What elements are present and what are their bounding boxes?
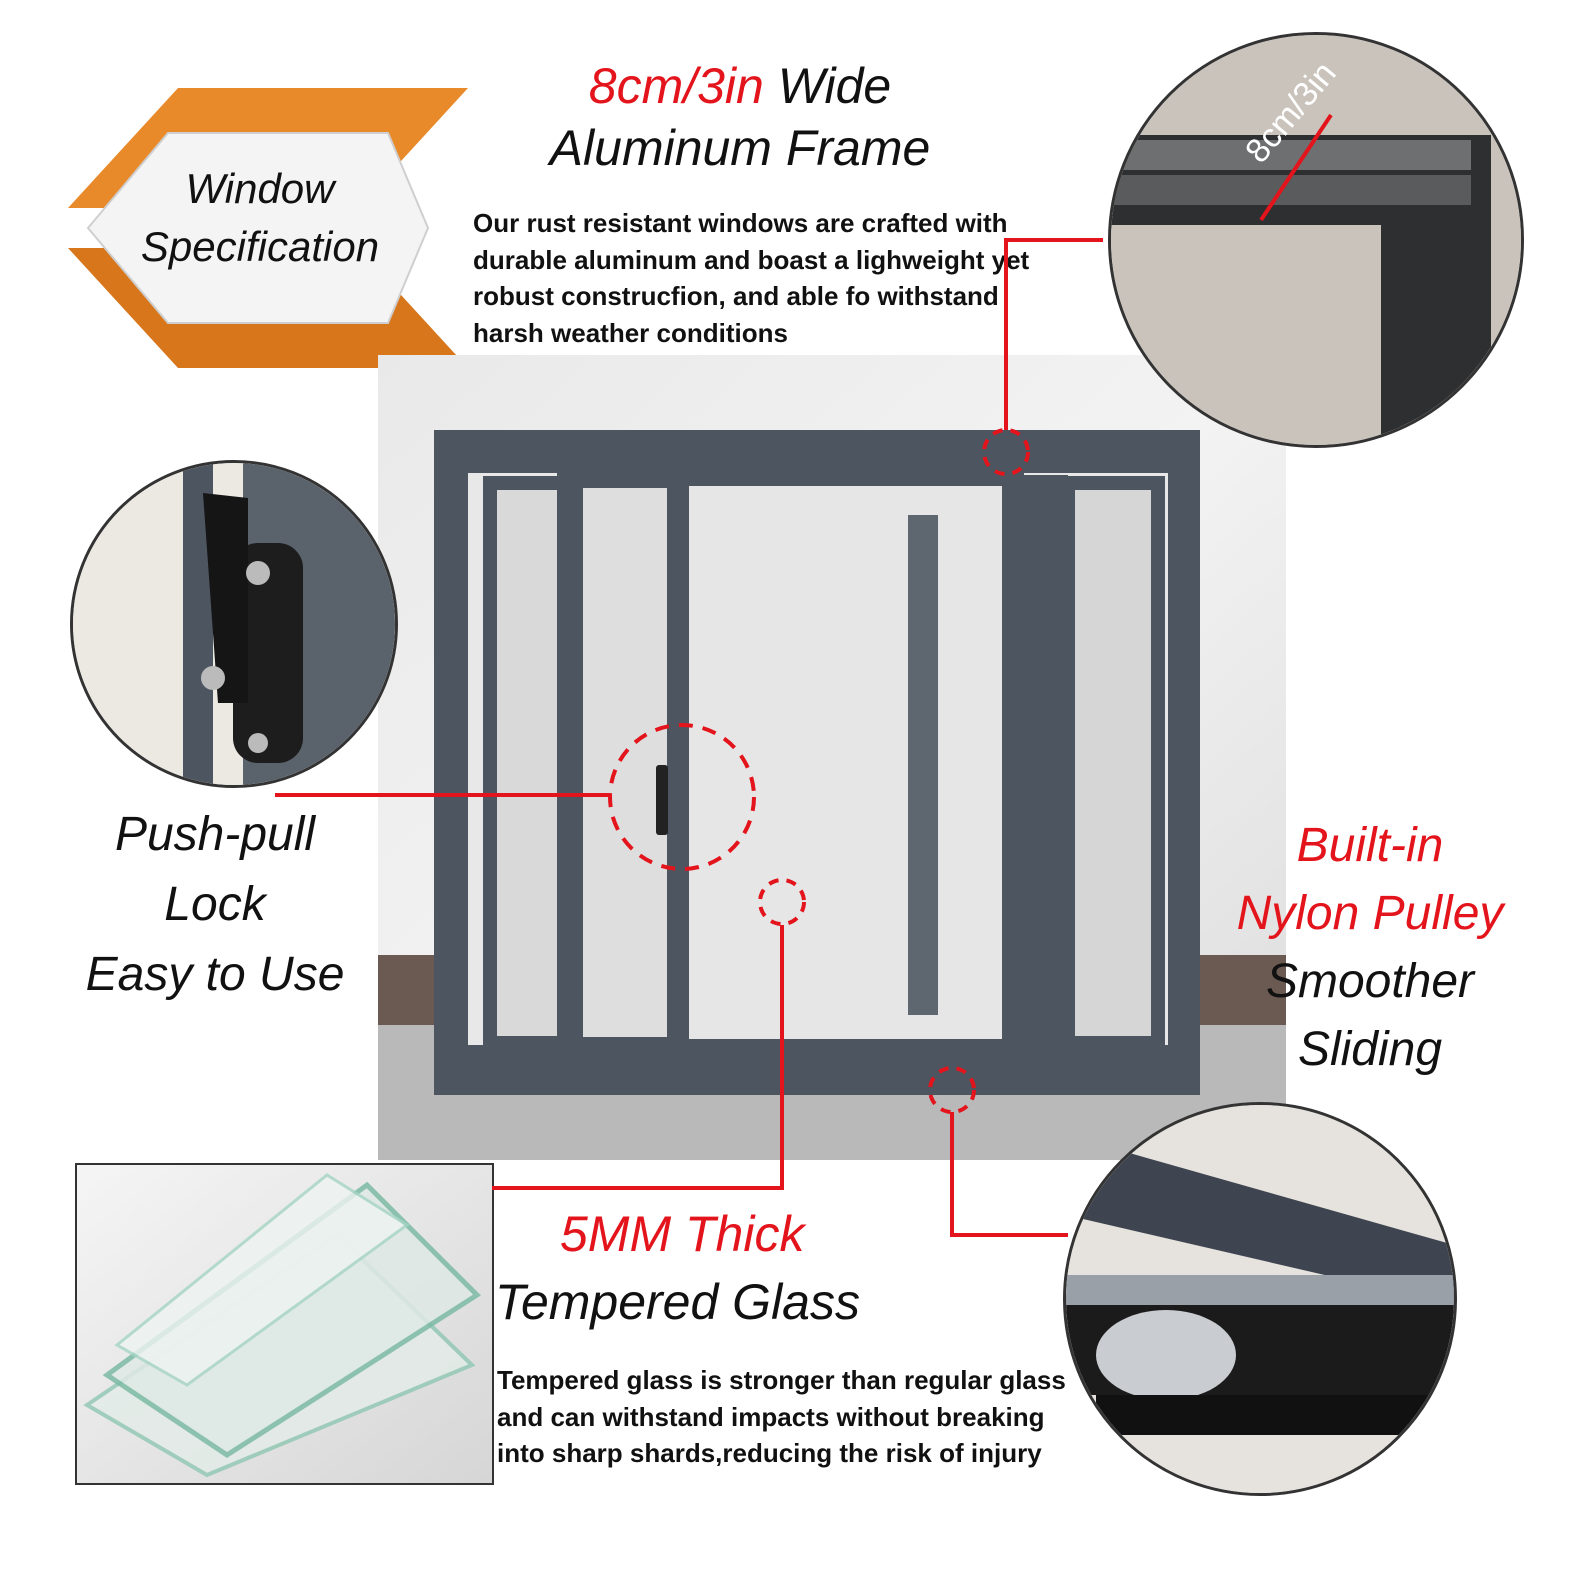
- lock-caption: Push-pull Lock Easy to Use: [60, 800, 370, 1010]
- frame-title-rest: Wide: [763, 58, 892, 114]
- frame-title-line-2: Aluminum Frame: [549, 120, 931, 176]
- glass-title-line-1: 5MM Thick: [560, 1206, 805, 1262]
- glass-title: 5MM Thick Tempered Glass: [495, 1200, 1015, 1336]
- badge-line-1: Window: [185, 165, 335, 212]
- window-specification-badge: [68, 88, 468, 368]
- frame-title: 8cm/3in Wide Aluminum Frame: [470, 55, 1010, 179]
- glass-title-line-2: Tempered Glass: [495, 1274, 860, 1330]
- frame-title-highlight: 8cm/3in: [588, 58, 764, 114]
- badge-line-2: Specification: [140, 223, 380, 270]
- pulley-line-1: Built-in: [1296, 819, 1444, 872]
- badge-label: Window Specification: [100, 160, 420, 276]
- lock-line-3: Easy to Use: [85, 948, 345, 1001]
- pulley-line-3: Smoother: [1265, 955, 1475, 1008]
- pulley-detail: [1063, 1102, 1457, 1496]
- lock-line-2: Lock: [164, 878, 266, 931]
- pulley-line-4: Sliding: [1297, 1023, 1443, 1076]
- tempered-glass-photo: [75, 1163, 494, 1485]
- frame-description: Our rust resistant windows are crafted w…: [473, 208, 1030, 348]
- glass-description: Tempered glass is stronger than regular …: [497, 1365, 1066, 1468]
- pulley-caption: Built-in Nylon Pulley Smoother Sliding: [1190, 812, 1550, 1084]
- sliding-window-photo: [378, 355, 1286, 1160]
- frame-corner-detail: 8cm/3in: [1108, 32, 1524, 448]
- pulley-line-2: Nylon Pulley: [1236, 887, 1504, 940]
- lock-line-1: Push-pull: [114, 808, 316, 861]
- lock-detail: [70, 460, 398, 788]
